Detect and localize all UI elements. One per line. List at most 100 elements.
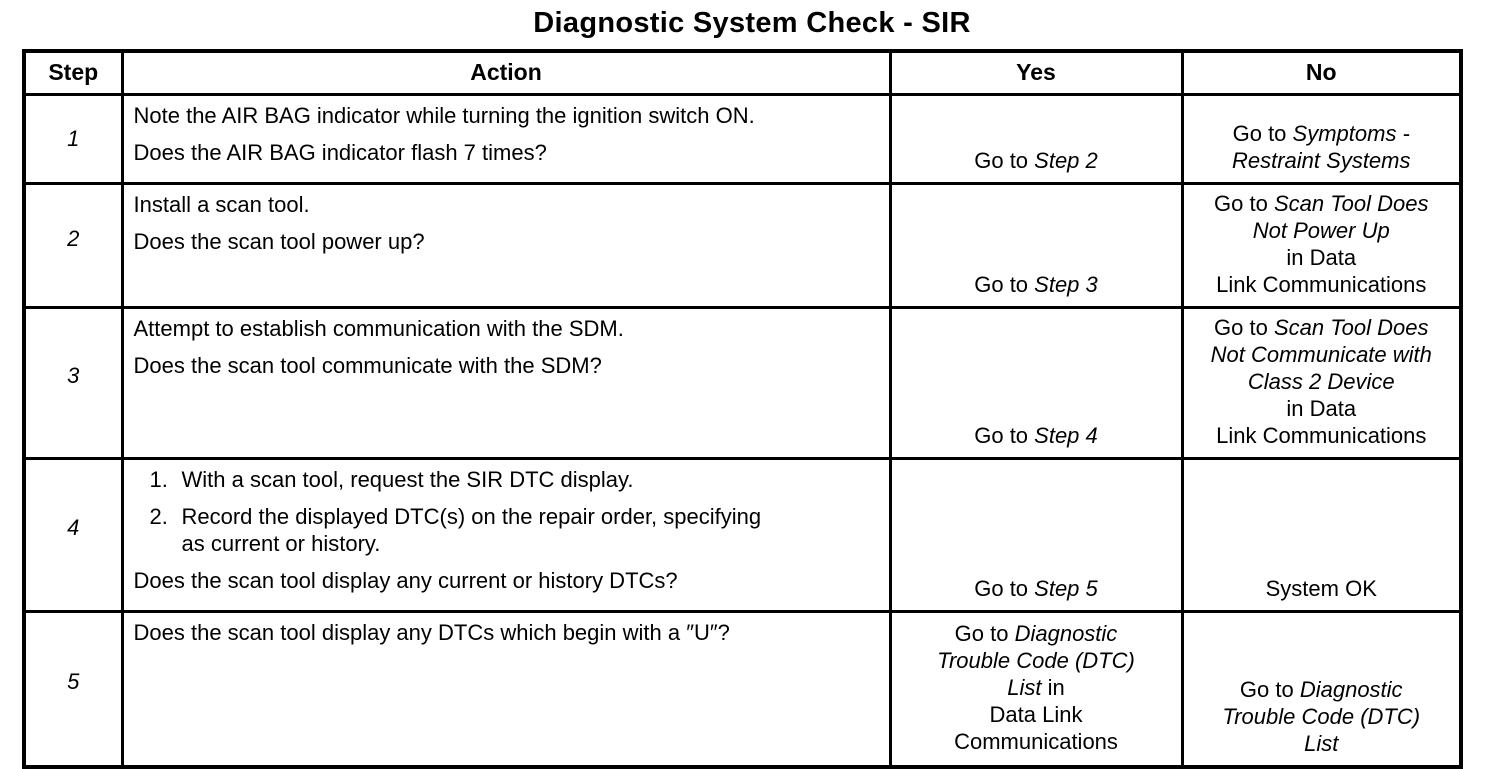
plain-text: Communications	[954, 728, 1118, 754]
reference-text: Class 2 Device	[1247, 368, 1395, 394]
action-cell: Install a scan tool.Does the scan tool p…	[120, 181, 892, 309]
diagnostic-table: Step Action Yes No 1 Note the AIR BAG ind…	[22, 49, 1463, 769]
reference-text: Diagnostic	[1299, 677, 1403, 702]
reference-text: List	[1007, 674, 1042, 700]
page-title: Diagnostic System Check - SIR	[533, 7, 971, 39]
goto-line: Link Communications	[1188, 422, 1456, 449]
step-number: 4	[22, 456, 124, 613]
header-no: No	[1180, 49, 1463, 96]
goto-line: Go to Step 5	[896, 575, 1177, 602]
goto-line: Go to Symptoms -	[1188, 120, 1456, 147]
no-cell: System OK	[1180, 456, 1463, 613]
plain-text: Go to	[974, 575, 1035, 601]
goto-line: Restraint Systems	[1188, 147, 1456, 174]
list-number: 1.	[149, 466, 168, 492]
goto-line: Go to Scan Tool Does	[1188, 190, 1456, 217]
list-text: With a scan tool, request the SIR DTC di…	[181, 466, 634, 492]
action-numbered-item: 1. With a scan tool, request the SIR DTC …	[134, 466, 879, 493]
reference-text: Restraint Systems	[1232, 147, 1411, 173]
reference-text: Step 4	[1034, 422, 1098, 448]
reference-text: Trouble Code (DTC)	[1222, 704, 1421, 729]
goto-line: List	[1188, 730, 1456, 757]
goto-line: in Data	[1188, 395, 1456, 422]
plain-text: in	[1041, 674, 1065, 700]
step-number: 1	[22, 92, 124, 185]
plain-text: Go to	[974, 422, 1035, 448]
action-paragraph: Does the scan tool display any DTCs whic…	[133, 619, 730, 645]
plain-text: Go to	[954, 620, 1015, 646]
plain-text: in Data	[1286, 244, 1357, 270]
action-paragraph: Does the AIR BAG indicator flash 7 times…	[133, 139, 547, 165]
plain-text: Link Communications	[1216, 422, 1427, 448]
table-row: 1 Note the AIR BAG indicator while turnin…	[22, 92, 1463, 185]
table-row: 5 Does the scan tool display any DTCs whi…	[22, 609, 1463, 769]
goto-line: Trouble Code (DTC)	[1188, 703, 1456, 730]
step-number: 3	[22, 305, 124, 460]
plain-text: Go to	[1239, 677, 1300, 702]
plain-text: Link Communications	[1216, 271, 1427, 297]
header-step: Step	[22, 49, 124, 96]
plain-text: Go to	[1214, 190, 1274, 216]
goto-line: in Data	[1188, 244, 1456, 271]
goto-line: Link Communications	[1188, 271, 1456, 298]
plain-text: in Data	[1286, 395, 1357, 421]
goto-line: Go to Diagnostic	[896, 620, 1177, 647]
action-cell: Note the AIR BAG indicator while turning…	[120, 92, 892, 185]
step-number: 2	[22, 181, 124, 309]
yes-cell: Go to Step 2	[888, 92, 1184, 185]
header-row: Step Action Yes No	[22, 49, 1463, 96]
goto-line: Not Communicate with	[1188, 341, 1456, 368]
goto-line: Data Link	[896, 701, 1177, 728]
goto-line: Class 2 Device	[1188, 368, 1456, 395]
goto-line: List in	[896, 674, 1177, 701]
step-number: 5	[22, 609, 124, 769]
plain-text: Go to	[1214, 314, 1274, 340]
goto-line: Not Power Up	[1188, 217, 1456, 244]
plain-text: Go to	[974, 271, 1035, 297]
plain-text: System OK	[1265, 575, 1377, 601]
table-row: 4 1. With a scan tool, request the SIR DTC…	[22, 456, 1463, 613]
reference-text: Step 2	[1034, 147, 1098, 173]
action-cell: Does the scan tool display any DTCs whic…	[120, 609, 892, 769]
action-cell: Attempt to establish communication with …	[120, 305, 892, 460]
goto-line: Go to Scan Tool Does	[1188, 314, 1456, 341]
action-paragraph: Does the scan tool power up?	[133, 228, 425, 254]
goto-line: Go to Step 3	[896, 271, 1177, 298]
header-yes: Yes	[888, 49, 1184, 96]
reference-text: Not Power Up	[1252, 217, 1390, 243]
goto-line: Trouble Code (DTC)	[896, 647, 1177, 674]
reference-text: Scan Tool Does	[1273, 314, 1429, 340]
plain-text: Go to	[974, 147, 1035, 173]
goto-line: Go to Diagnostic	[1188, 676, 1456, 703]
action-paragraph: Note the AIR BAG indicator while turning…	[133, 102, 755, 128]
reference-text: Symptoms -	[1292, 120, 1410, 146]
reference-text: Scan Tool Does	[1273, 190, 1429, 216]
plain-text: Go to	[1232, 120, 1293, 146]
action-paragraph: Attempt to establish communication with …	[133, 315, 624, 341]
goto-line: Communications	[896, 728, 1177, 755]
reference-text: List	[1304, 731, 1339, 756]
action-numbered-item: 2. Record the displayed DTC(s) on the rep…	[134, 503, 879, 557]
reference-text: Trouble Code (DTC)	[937, 647, 1135, 673]
yes-cell: Go to Step 3	[888, 181, 1184, 309]
reference-text: Step 5	[1034, 575, 1098, 601]
goto-line: Go to Step 2	[896, 147, 1177, 174]
reference-text: Step 3	[1034, 271, 1098, 297]
goto-line: System OK	[1188, 575, 1456, 602]
list-text: Record the displayed DTC(s) on the repai…	[181, 503, 762, 556]
reference-text: Diagnostic	[1014, 620, 1118, 646]
list-number: 2.	[149, 503, 168, 529]
table-row: 3 Attempt to establish communication with…	[22, 305, 1463, 460]
action-paragraph: Does the scan tool display any current o…	[133, 567, 678, 593]
action-paragraph: Does the scan tool communicate with the …	[133, 352, 602, 378]
reference-text: Not Communicate with	[1210, 341, 1432, 367]
action-cell: 1. With a scan tool, request the SIR DTC …	[120, 456, 892, 613]
plain-text: Data Link	[989, 701, 1083, 727]
header-action: Action	[120, 49, 892, 96]
